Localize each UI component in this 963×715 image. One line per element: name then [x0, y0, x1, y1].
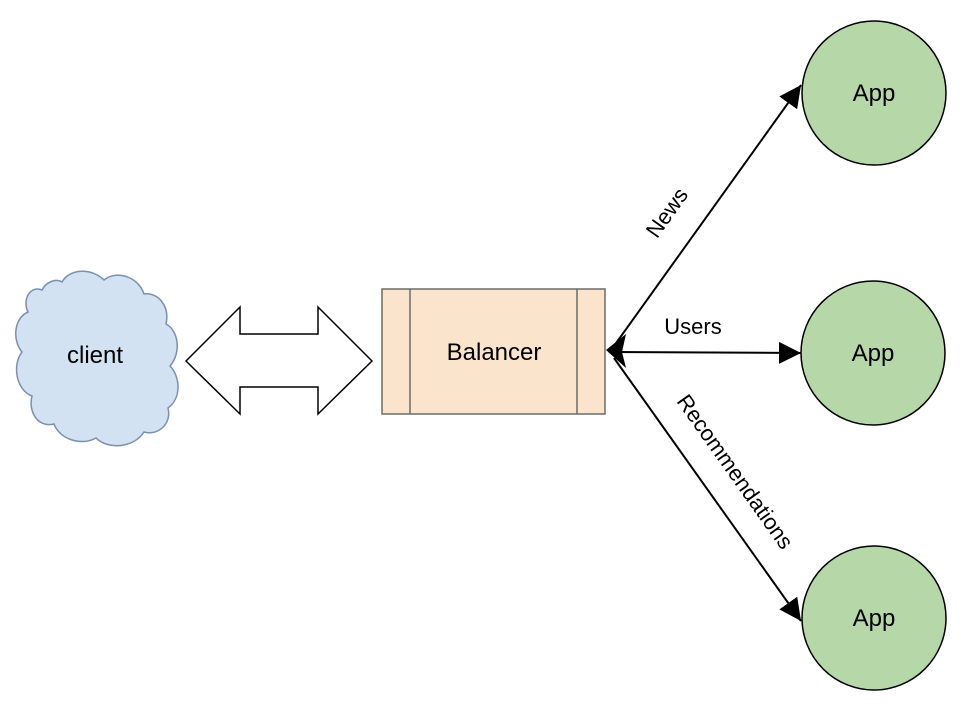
app-label: App: [853, 80, 896, 107]
balancer-node: Balancer: [381, 288, 606, 415]
cloud-shape: [15, 270, 179, 447]
app-node-3: App: [801, 545, 947, 691]
edge-source-arrowheads-icon: [606, 334, 626, 368]
balancer-label: Balancer: [447, 339, 542, 366]
app-circle: [801, 545, 947, 691]
app-label: App: [853, 605, 896, 632]
edges: [606, 84, 802, 622]
edge-label-users: Users: [664, 314, 721, 339]
edge-users: [613, 341, 802, 364]
edge-news: [613, 84, 802, 347]
app-node-2: App: [800, 280, 946, 426]
client-label: client: [67, 342, 123, 369]
edge-recommendations: [613, 357, 802, 622]
app-circle: [800, 280, 946, 426]
app-node-1: App: [801, 20, 947, 166]
client-node: client: [15, 270, 179, 447]
balancer-box: [381, 288, 606, 415]
edge-label-news: News: [641, 183, 693, 242]
bidirectional-arrow-icon: [184, 305, 374, 416]
app-label: App: [852, 340, 895, 367]
app-circle: [801, 20, 947, 166]
